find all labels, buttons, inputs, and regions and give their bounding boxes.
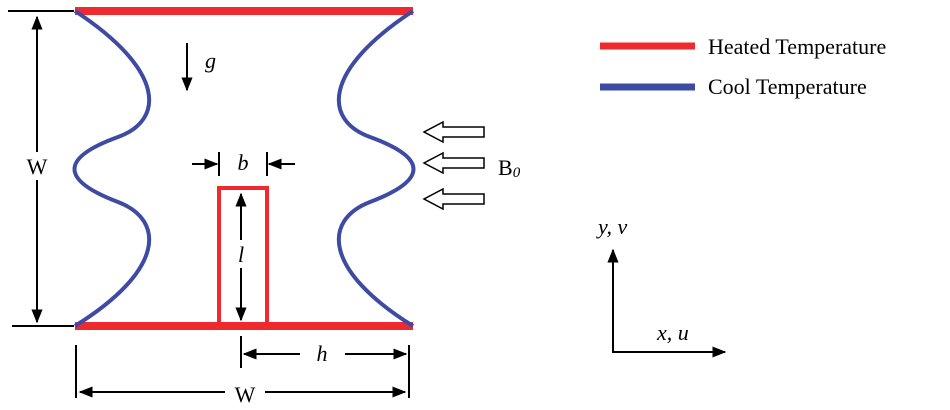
heated-fin — [217, 186, 269, 328]
field-arrow-icon — [422, 120, 485, 144]
magnetic-field-label: B0 — [498, 155, 521, 181]
legend-label-heated: Heated Temperature — [708, 34, 886, 59]
right-wavy-cold-wall — [336, 9, 416, 328]
fin-offset-label: h — [317, 341, 328, 366]
legend: Heated Temperature Cool Temperature — [600, 34, 886, 99]
x-axis-label: x, u — [656, 320, 689, 345]
fin-width-label: b — [238, 150, 249, 175]
gravity-label: g — [205, 48, 216, 73]
left-height-label: W — [27, 154, 48, 179]
legend-label-cool: Cool Temperature — [708, 74, 867, 99]
bottom-width-label: W — [235, 382, 256, 407]
left-wavy-cold-wall — [72, 9, 152, 328]
y-axis-label: y, v — [596, 214, 628, 239]
field-arrow-icon — [422, 151, 485, 175]
fin-length-label: l — [238, 242, 244, 267]
field-arrow-icon — [422, 187, 485, 211]
